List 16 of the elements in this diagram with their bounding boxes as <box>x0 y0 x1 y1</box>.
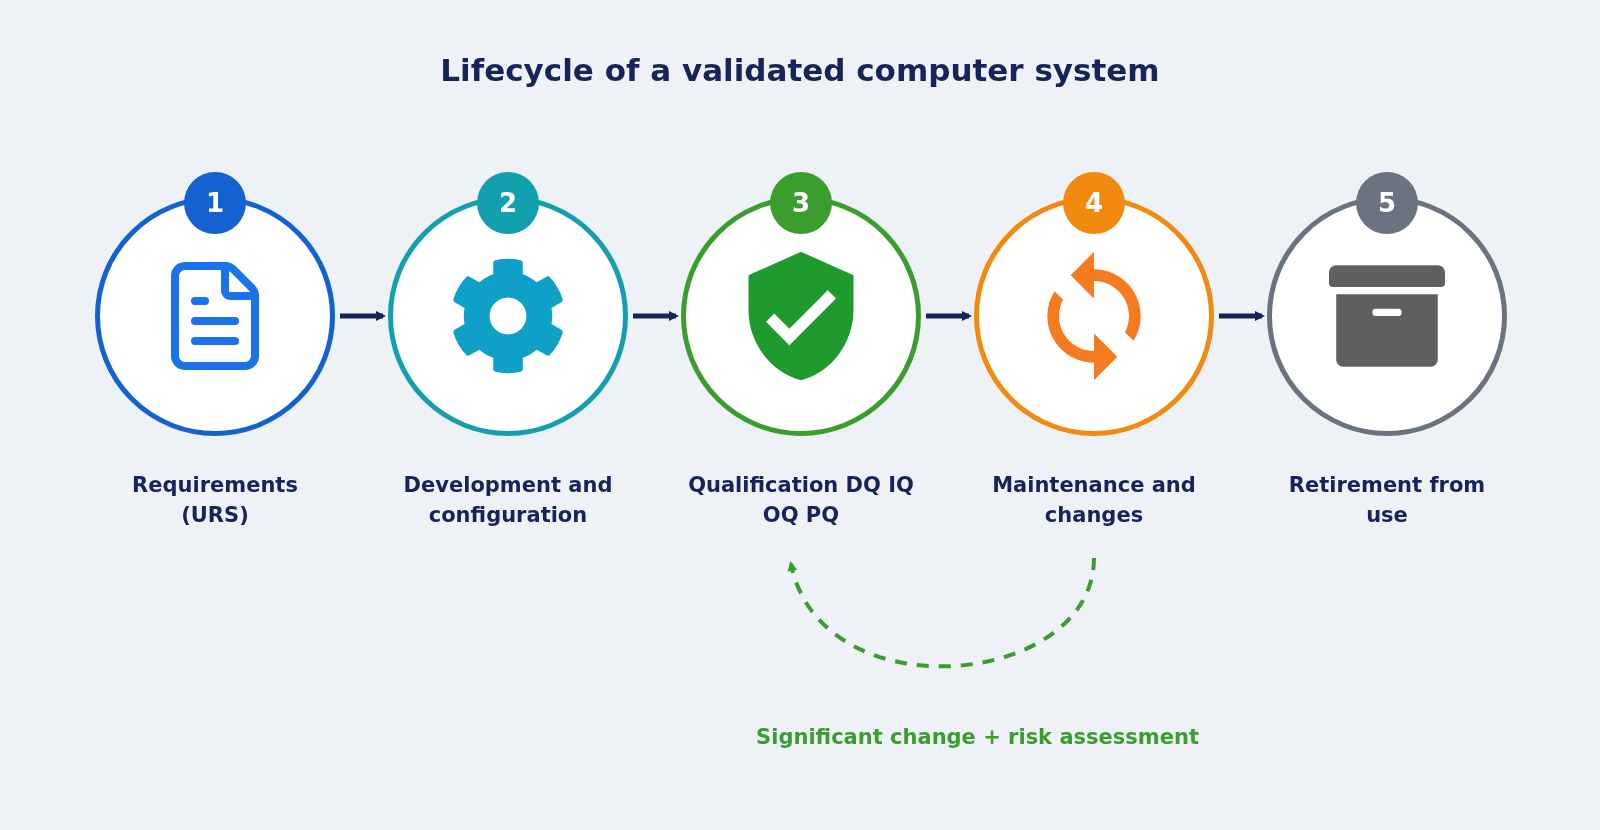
step-label: Requirements (URS) <box>131 472 299 530</box>
arrow <box>926 311 972 321</box>
arrow <box>633 311 679 321</box>
step-number-badge: 1 <box>184 172 246 234</box>
diagram-title: Lifecycle of a validated computer system <box>440 52 1160 88</box>
step-label: Maintenance and changes <box>991 472 1197 530</box>
arrow <box>1219 311 1265 321</box>
step-number-badge: 2 <box>477 172 539 234</box>
step-number-badge: 5 <box>1356 172 1418 234</box>
step-label: Development and configuration <box>402 472 614 530</box>
arrow <box>340 311 386 321</box>
step-number-badge: 3 <box>770 172 832 234</box>
step-number-badge: 4 <box>1063 172 1125 234</box>
step-label: Qualification DQ IQ OQ PQ <box>687 472 915 530</box>
dashed-arrow <box>788 557 1096 668</box>
step-label: Retirement from use <box>1287 472 1487 530</box>
